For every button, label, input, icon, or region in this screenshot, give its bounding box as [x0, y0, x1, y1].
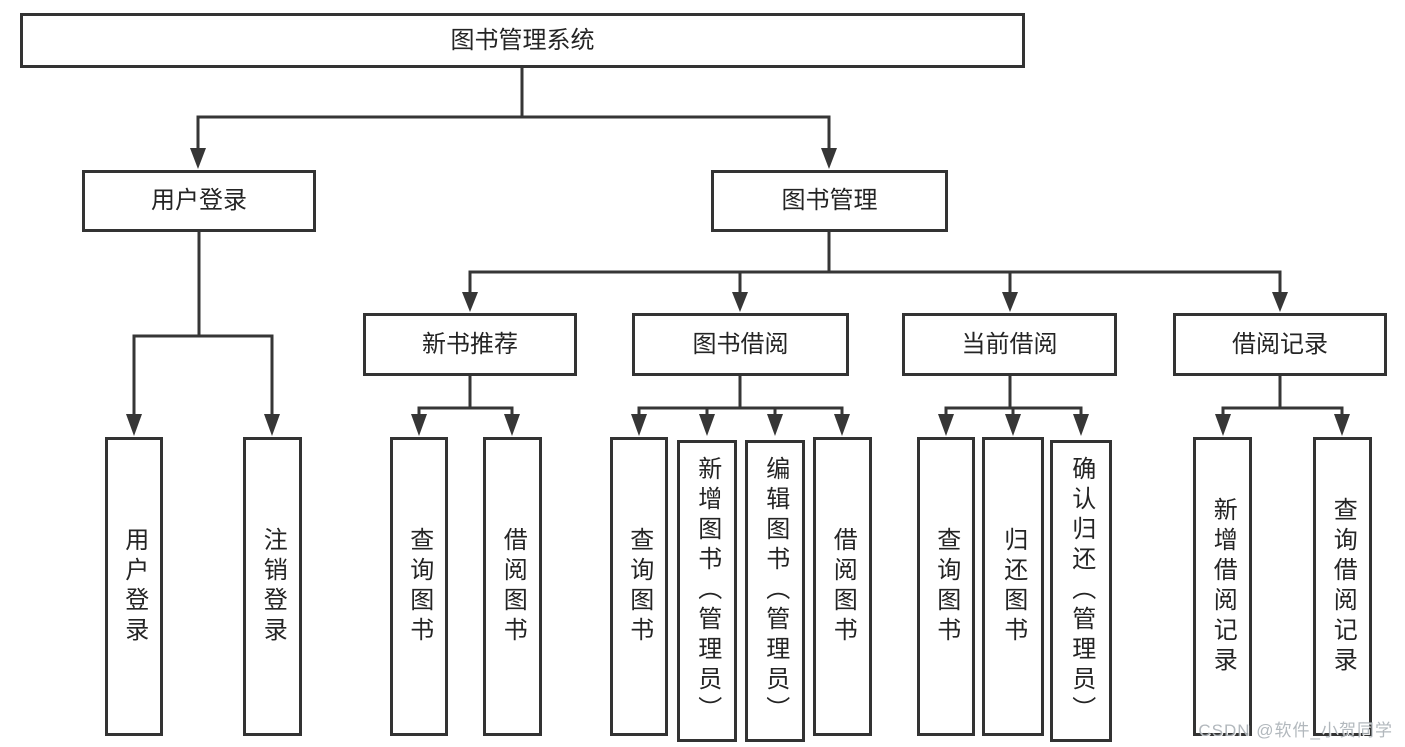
- leaf-add-borrow-record: 新增借阅记录: [1193, 437, 1252, 736]
- leaf-query-books-recommend: 查询图书: [390, 437, 448, 736]
- node-user-login: 用户登录: [82, 170, 316, 232]
- leaf-logout: 注销登录: [243, 437, 302, 736]
- leaf-edit-book-admin: 编辑图书（管理员）: [745, 440, 805, 742]
- node-root: 图书管理系统: [20, 13, 1025, 68]
- leaf-query-borrow-record: 查询借阅记录: [1313, 437, 1372, 736]
- leaf-user-login: 用户登录: [105, 437, 163, 736]
- node-book-borrowing: 图书借阅: [632, 313, 849, 376]
- arrowheads: [126, 148, 1350, 436]
- node-new-book-recommend: 新书推荐: [363, 313, 577, 376]
- leaf-borrow-books-recommend: 借阅图书: [483, 437, 542, 736]
- node-borrowing-records: 借阅记录: [1173, 313, 1387, 376]
- leaf-confirm-return-admin: 确认归还（管理员）: [1050, 440, 1112, 742]
- leaf-add-book-admin: 新增图书（管理员）: [677, 440, 737, 742]
- leaf-query-books-borrowing: 查询图书: [610, 437, 668, 736]
- leaf-return-book: 归还图书: [982, 437, 1044, 736]
- leaf-query-books-current: 查询图书: [917, 437, 975, 736]
- node-current-borrowing: 当前借阅: [902, 313, 1117, 376]
- watermark: CSDN @软件_小贺同学: [1198, 721, 1393, 740]
- node-book-management: 图书管理: [711, 170, 948, 232]
- tree-edges: [132, 68, 1344, 414]
- leaf-borrow-books-borrowing: 借阅图书: [813, 437, 872, 736]
